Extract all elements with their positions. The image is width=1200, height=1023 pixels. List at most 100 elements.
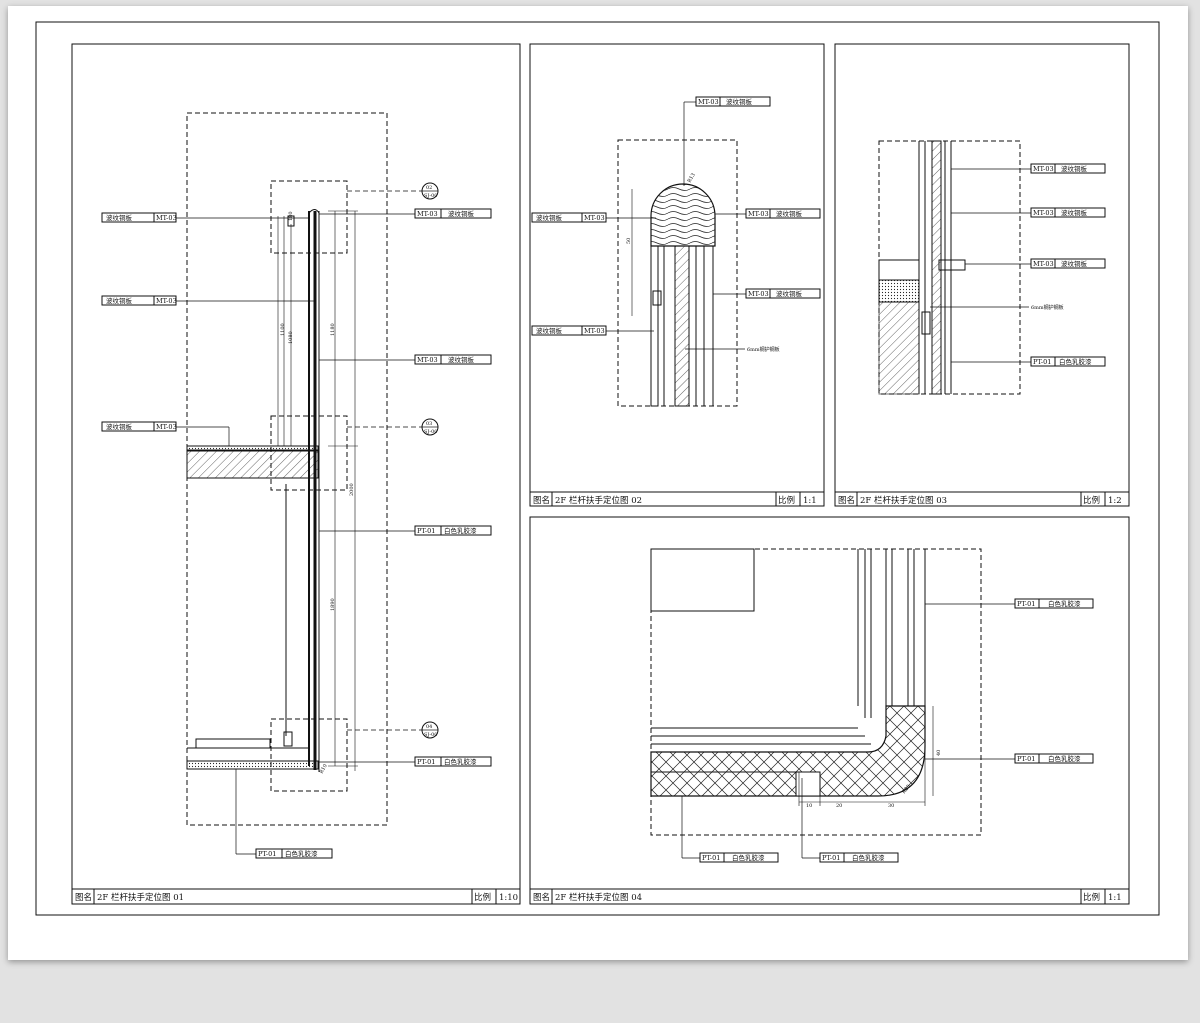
panel-4-scale-label: 比例 xyxy=(1083,892,1100,903)
panel-2-title-label: 图名 xyxy=(533,495,550,506)
panel-4-title-label: 图名 xyxy=(533,892,550,903)
p2-left-tag-2: 波纹铜板 MT-03 xyxy=(531,325,654,336)
p1-bottom-tag: PT-01 白色乳胶漆 xyxy=(235,769,333,859)
svg-text:MT-03: MT-03 xyxy=(584,214,605,222)
dim-180: 180 xyxy=(288,211,294,221)
p2-right-tag-2: MT-03 波纹铜板 xyxy=(713,288,821,299)
callout-03: 03 SJ-00 xyxy=(347,418,439,436)
svg-text:SJ-00: SJ-00 xyxy=(424,193,437,199)
drawing-sheet: 图名 2F 栏杆扶手定位图 01 比例 1:10 xyxy=(8,6,1188,960)
p1-left-tag-1: 波纹铜板 MT-03 xyxy=(101,212,309,223)
panel-4: 图名 2F 栏杆扶手定位图 04 比例 1:1 10 20 30 40 R25 xyxy=(529,516,1130,905)
svg-text:PT-01: PT-01 xyxy=(822,854,840,862)
p4-right-tag-2: PT-01 白色乳胶漆 xyxy=(925,753,1094,764)
svg-text:PT-01: PT-01 xyxy=(1017,755,1035,763)
svg-text:白色乳胶漆: 白色乳胶漆 xyxy=(1048,599,1081,608)
p1-right-tag-3: PT-01 白色乳胶漆 xyxy=(319,525,492,536)
panel-2-scale: 1:1 xyxy=(803,496,817,506)
svg-text:白色乳胶漆: 白色乳胶漆 xyxy=(852,853,885,862)
panel-3-title-label: 图名 xyxy=(838,495,855,506)
dim-p4-30: 30 xyxy=(888,803,894,809)
p3-right-tag-1: MT-03 波纹铜板 xyxy=(951,163,1106,174)
svg-text:MT-03: MT-03 xyxy=(748,290,769,298)
p1-right-tag-2: MT-03 波纹铜板 xyxy=(319,354,492,365)
svg-text:MT-03: MT-03 xyxy=(417,210,438,218)
svg-text:MT-03: MT-03 xyxy=(748,210,769,218)
panel-3-scale: 1:2 xyxy=(1108,496,1122,506)
svg-text:MT-03: MT-03 xyxy=(417,356,438,364)
svg-text:波纹铜板: 波纹铜板 xyxy=(106,213,133,222)
dim-p4-20: 20 xyxy=(836,803,842,809)
p3-right-tag-3: MT-03 波纹铜板 xyxy=(965,258,1106,269)
p3-right-tag-4: PT-01 白色乳胶漆 xyxy=(951,356,1106,367)
svg-text:MT-03: MT-03 xyxy=(156,423,177,431)
dim-1180: 1180 xyxy=(330,323,336,336)
panel-4-scale: 1:1 xyxy=(1108,893,1122,903)
p4-bottom-tag-1: PT-01 白色乳胶漆 xyxy=(681,796,779,863)
svg-text:6mm钢护钢板: 6mm钢护钢板 xyxy=(1031,304,1064,311)
panel-1-title: 2F 栏杆扶手定位图 01 xyxy=(97,892,184,903)
panel-4-title: 2F 栏杆扶手定位图 04 xyxy=(555,892,642,903)
svg-text:PT-01: PT-01 xyxy=(1017,600,1035,608)
svg-text:波纹铜板: 波纹铜板 xyxy=(726,97,753,106)
p2-left-tag-1: 波纹铜板 MT-03 xyxy=(531,212,656,223)
svg-text:波纹铜板: 波纹铜板 xyxy=(106,296,133,305)
p4-bottom-tag-2: PT-01 白色乳胶漆 xyxy=(801,778,899,863)
panel-3: 图名 2F 栏杆扶手定位图 03 比例 1:2 MT-03 波纹铜板 MT-03 xyxy=(834,43,1130,507)
svg-text:SJ-00: SJ-00 xyxy=(424,429,437,435)
svg-text:MT-03: MT-03 xyxy=(584,327,605,335)
svg-text:波纹铜板: 波纹铜板 xyxy=(106,422,133,431)
dim-1100: 1100 xyxy=(280,323,286,336)
svg-text:波纹铜板: 波纹铜板 xyxy=(536,213,563,222)
svg-text:波纹铜板: 波纹铜板 xyxy=(448,355,475,364)
p1-left-tag-2: 波纹铜板 MT-03 xyxy=(101,295,315,306)
svg-text:PT-01: PT-01 xyxy=(1033,358,1051,366)
p1-right-tag-1: MT-03 波纹铜板 xyxy=(319,208,492,219)
p3-steel-plate-note: 6mm钢护钢板 xyxy=(930,304,1064,311)
svg-text:波纹铜板: 波纹铜板 xyxy=(1061,164,1088,173)
panel-1-scale: 1:10 xyxy=(499,893,518,903)
svg-text:白色乳胶漆: 白色乳胶漆 xyxy=(1059,357,1092,366)
dim-2000: 2000 xyxy=(349,483,355,496)
svg-text:PT-01: PT-01 xyxy=(702,854,720,862)
svg-text:波纹铜板: 波纹铜板 xyxy=(1061,208,1088,217)
p2-top-tag: MT-03 波纹铜板 xyxy=(683,96,771,186)
svg-text:03: 03 xyxy=(426,421,432,427)
callout-02: 02 SJ-00 xyxy=(347,182,439,200)
panel-1-scale-label: 比例 xyxy=(474,892,491,903)
dim-p4-40: 40 xyxy=(936,750,942,756)
svg-text:白色乳胶漆: 白色乳胶漆 xyxy=(732,853,765,862)
panel-2: 图名 2F 栏杆扶手定位图 02 比例 1:1 50 R13 MT-03 波纹铜… xyxy=(529,43,825,507)
svg-text:PT-01: PT-01 xyxy=(417,527,435,535)
svg-text:04: 04 xyxy=(426,724,432,730)
dim-1080: 1080 xyxy=(288,331,294,344)
svg-text:波纹铜板: 波纹铜板 xyxy=(536,326,563,335)
panel-2-title: 2F 栏杆扶手定位图 02 xyxy=(555,495,642,506)
dim-r10: R10 xyxy=(319,763,329,775)
callout-04: 04 SJ-00 xyxy=(347,721,439,739)
panel-3-scale-label: 比例 xyxy=(1083,495,1100,506)
svg-text:白色乳胶漆: 白色乳胶漆 xyxy=(444,757,477,766)
panel-1: 图名 2F 栏杆扶手定位图 01 比例 1:10 xyxy=(71,43,521,905)
dim-1890: 1890 xyxy=(330,598,336,611)
svg-text:波纹铜板: 波纹铜板 xyxy=(1061,259,1088,268)
svg-text:波纹铜板: 波纹铜板 xyxy=(448,209,475,218)
p3-right-tag-2: MT-03 波纹铜板 xyxy=(951,207,1106,218)
svg-text:白色乳胶漆: 白色乳胶漆 xyxy=(444,526,477,535)
p1-right-tag-4: PT-01 白色乳胶漆 xyxy=(319,756,492,767)
svg-text:02: 02 xyxy=(426,185,432,191)
panel-2-scale-label: 比例 xyxy=(778,495,795,506)
svg-text:MT-03: MT-03 xyxy=(1033,209,1054,217)
p1-left-tag-3: 波纹铜板 MT-03 xyxy=(101,421,230,446)
svg-text:MT-03: MT-03 xyxy=(156,297,177,305)
p4-right-tag-1: PT-01 白色乳胶漆 xyxy=(925,598,1094,609)
svg-text:MT-03: MT-03 xyxy=(698,98,719,106)
svg-text:MT-03: MT-03 xyxy=(156,214,177,222)
svg-text:6mm钢护钢板: 6mm钢护钢板 xyxy=(747,346,780,353)
panel-3-title: 2F 栏杆扶手定位图 03 xyxy=(860,495,947,506)
svg-text:SJ-00: SJ-00 xyxy=(424,732,437,738)
svg-text:波纹铜板: 波纹铜板 xyxy=(776,289,803,298)
svg-text:白色乳胶漆: 白色乳胶漆 xyxy=(1048,754,1081,763)
panel-1-title-label: 图名 xyxy=(75,892,92,903)
p2-steel-plate-note: 6mm钢护钢板 xyxy=(685,346,780,353)
